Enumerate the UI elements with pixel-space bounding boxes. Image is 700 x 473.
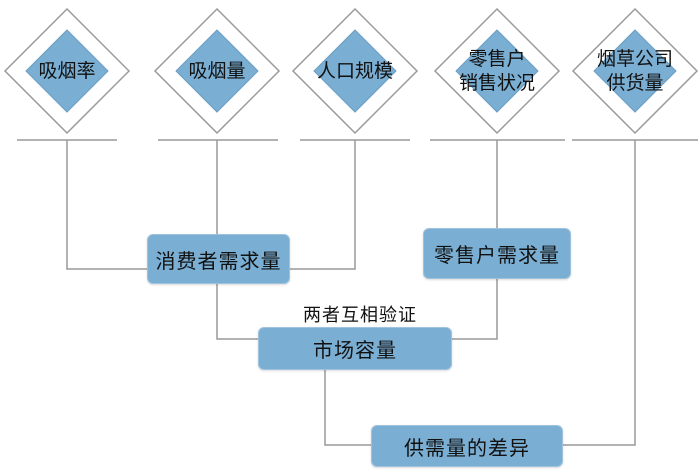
diamond-1 <box>3 7 131 135</box>
connector-input5-to-gap <box>563 140 636 446</box>
diamond-4 <box>433 7 561 135</box>
input-label-population: 人口规模 <box>316 60 393 82</box>
input-label-smoking-rate: 吸烟率 <box>38 60 96 82</box>
node-retailer-demand: 零售户需求量 <box>423 228 571 279</box>
annotation-mutual-verification: 两者互相验证 <box>303 305 417 326</box>
diamond-3 <box>291 7 419 135</box>
input-label-retail-sales: 零售户 销售状况 <box>458 48 535 94</box>
input-label-tobacco-supply: 烟草公司 供货量 <box>596 48 673 94</box>
node-supply-demand-gap: 供需量的差异 <box>371 425 563 467</box>
connector-input1-to-consumer <box>66 140 147 270</box>
connector-consumer-to-market <box>216 284 258 340</box>
node-consumer-demand: 消费者需求量 <box>147 234 290 284</box>
input-label-smoking-amount: 吸烟量 <box>188 60 246 82</box>
connector-market-to-gap <box>324 370 371 446</box>
diamond-2 <box>153 7 281 135</box>
connector-retailer-to-market <box>452 279 498 340</box>
connector-lines <box>17 139 698 446</box>
node-market-capacity: 市场容量 <box>258 327 452 370</box>
connector-input3-to-consumer <box>290 140 356 270</box>
diamond-5 <box>571 7 699 135</box>
